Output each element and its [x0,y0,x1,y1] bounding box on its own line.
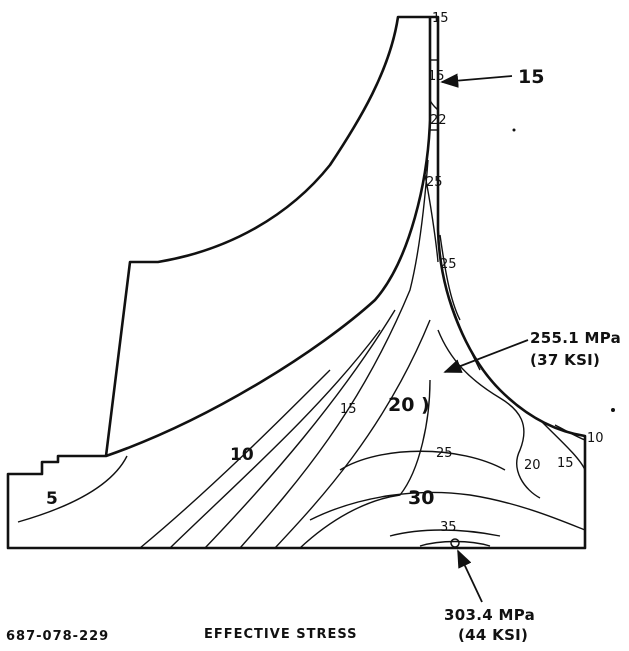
contour-labels: 15 15 22 25 25 5 10 15 20 ) 25 30 35 20 … [46,11,604,535]
contour-40 [419,540,491,547]
contour-lines [17,59,586,549]
contour-spar-4 [424,174,439,263]
contour-35 [389,529,501,537]
figure-title: EFFECTIVE STRESS [204,627,358,642]
callouts: 15 255.1 MPa (37 KSI) 303.4 MPa (44 KSI) [440,66,621,644]
contour-15-a [169,329,381,549]
label-10: 10 [230,445,254,465]
contour-30 [309,491,586,531]
label-25a: 25 [426,175,443,190]
callout-bottom-mpa: 303.4 MPa [444,606,535,624]
label-35: 35 [440,520,457,535]
contour-15-b [204,309,396,549]
dot-mark-2 [512,128,516,132]
inner-boundary [105,17,432,458]
contour-spar-2 [429,99,439,111]
contour-right-10 [554,424,586,441]
label-5: 5 [46,489,58,509]
contour-spar-5 [439,234,461,321]
part-outline [6,15,587,550]
label-right-20: 20 [524,458,541,473]
callout-15-leader [440,73,513,88]
callout-bottom-leader [457,549,483,603]
contour-5 [17,455,128,523]
contour-spar-6 [449,299,481,371]
figure-id: 687-078-229 [6,629,109,644]
callout-mid-mpa: 255.1 MPa [530,329,621,347]
contour-10 [139,369,331,549]
label-right-10: 10 [587,431,604,446]
callout-mid-leader [443,339,529,373]
contour-20-a [239,159,429,549]
label-top-15: 15 [432,11,449,26]
label-15: 15 [340,402,357,417]
label-25b: 25 [440,257,457,272]
dot-mark [611,408,615,412]
callout-bottom-ksi: (44 KSI) [458,626,528,644]
contour-25-arch [339,450,506,471]
label-30: 30 [408,487,434,509]
contour-right-15 [539,419,586,471]
contour-25-center [299,379,431,549]
label-20: 20 ) [388,394,430,416]
max-stress-marker [450,538,460,548]
label-22: 22 [430,113,447,128]
label-25: 25 [436,446,453,461]
callout-mid-ksi: (37 KSI) [530,351,600,369]
callout-15: 15 [518,66,544,88]
contour-20-b [274,319,431,549]
label-right-15: 15 [557,456,574,471]
